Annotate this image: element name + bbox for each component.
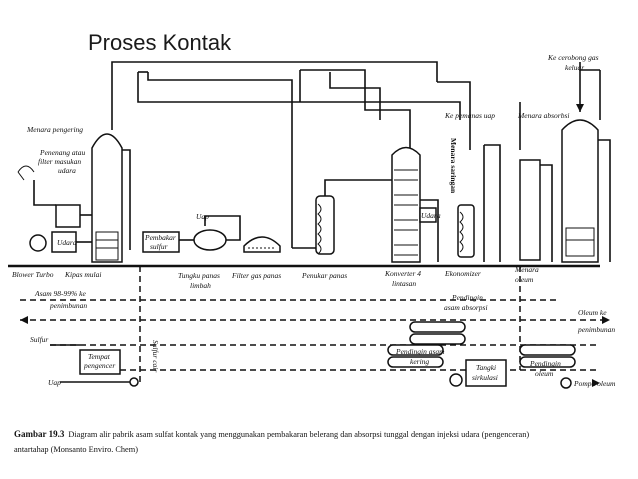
figure-caption-text: Diagram alir pabrik asam sulfat kontak y… [68,430,529,439]
label-pendingin-ker-1: Pendingin asam [395,347,445,356]
label-cerobong-2: keluar [565,63,584,72]
label-tungku-1: Tungku panas [178,271,220,280]
label-pembakar-1: Pembakar [144,233,176,242]
label-kipas: Kipas mulai [64,270,101,279]
acid-flow-lines [20,266,610,385]
label-tangki-2: sirkulasi [472,373,498,382]
label-menara-oleum-2: oleum [515,275,534,284]
label-penenang-1: Penenang atau [39,148,85,157]
label-asam-1: Asam 98-99% ke [34,289,86,298]
label-udara-1: Udara [57,238,77,247]
label-asam-2: penimbunan [49,301,87,310]
label-pendingin-ker-2: kering [410,357,429,366]
label-konverter-1: Konverter 4 [384,269,421,278]
sulfur-burner [142,215,281,253]
label-tungku-2: limbah [190,281,211,290]
label-sulfur-1: Sulfur [30,335,48,344]
acid-coolers [387,321,576,389]
slide-title: Proses Kontak [88,30,232,55]
label-penenang-3: udara [58,166,76,175]
label-cerobong-1: Ke cerobong gas [547,53,599,62]
label-pendingin-oleum-1: Pendingin [529,359,561,368]
figure-caption-line2: antartahap (Monsanto Enviro. Chem) [14,445,138,454]
label-oleum-ke-1: Oleum ke [578,308,607,317]
label-konverter-2: lintasan [392,279,416,288]
label-tempat-2: pengencer [83,361,115,370]
label-ekonomizer: Ekonomizer [444,269,481,278]
figure-number: Gambar 19.3 [14,429,65,439]
label-tangki-1: Tangki [476,363,496,372]
label-tempat-1: Tempat [88,352,111,361]
converter [391,146,439,263]
label-pendingin-abs-2: asam absorpsi [444,303,488,312]
label-udara-2: Udara [421,211,441,220]
dilution-tank [50,344,139,387]
economizer [457,144,501,262]
label-pembakar-2: sulfur [150,242,168,251]
label-filter-gas: Filter gas panas [231,271,281,280]
label-pendingin-abs-1: Pendingin [451,293,483,302]
heat-exchanger [292,179,392,255]
absorption-towers [519,70,611,263]
label-oleum-ke-2: penimbunan [577,325,615,334]
label-menara-oleum-1: Menara [514,265,539,274]
label-penukar: Penukar panas [301,271,347,280]
label-blower: Blower Turbo [12,270,54,279]
label-menara-saringan: Menara saringan [449,138,458,194]
label-ke-pemanas: Ke pemanas uap [444,111,495,120]
air-filter-blower [17,165,92,253]
label-pendingin-oleum-2: oleum [535,369,554,378]
label-menara-absorbsi: Menara absorbsi [517,111,569,120]
flow-arrows [20,104,610,387]
label-penenang-2: filter masukan [38,157,81,166]
label-pompa: Pompa oleum [573,379,616,388]
label-menara-pengering: Menara pengering [26,125,83,134]
label-sulfur-cair: Sulfur cair [151,340,160,372]
label-uap-2: Uap [196,212,209,221]
label-uap-1: Uap [48,378,61,387]
drying-tower [91,133,131,263]
